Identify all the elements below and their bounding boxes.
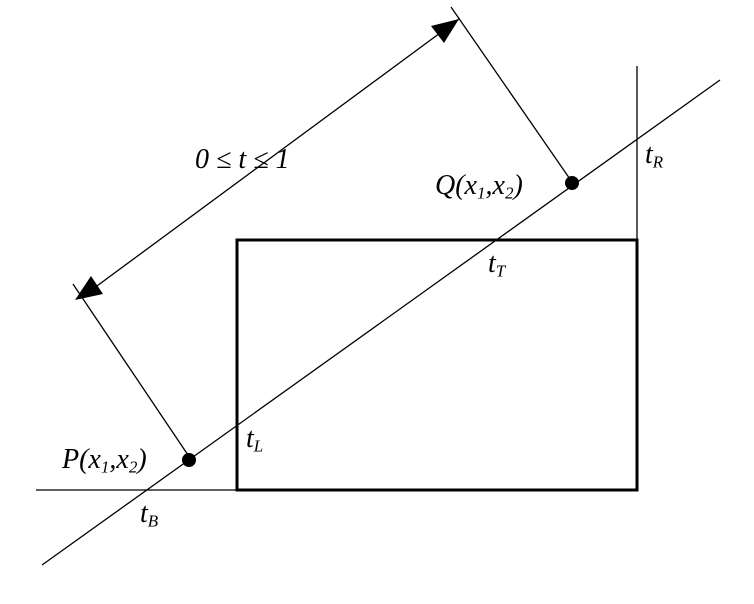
- extension-line-q: [450, 6, 573, 183]
- clip-window-rectangle: [235, 238, 639, 492]
- t-bottom-label: tB: [140, 498, 159, 531]
- t-right-sub: R: [652, 152, 664, 172]
- point-p-sub2: 2: [128, 457, 138, 477]
- t-top-sub: T: [495, 261, 506, 281]
- t-bottom-main: t: [140, 498, 148, 529]
- point-q-sub2: 2: [504, 183, 514, 203]
- t-left-sub: L: [253, 436, 264, 456]
- t-left-label: tL: [246, 423, 264, 456]
- point-p-name: P: [62, 444, 80, 475]
- point-p-comma: ,x: [109, 444, 129, 475]
- t-top-label: tT: [488, 248, 506, 281]
- t-top-main: t: [488, 248, 496, 279]
- arrowhead-lower-left: [75, 276, 103, 300]
- point-p-close: ): [137, 444, 147, 475]
- t-right-label: tR: [645, 139, 664, 172]
- point-q-open: (x: [455, 170, 477, 201]
- t-right-main: t: [645, 139, 653, 170]
- point-p-dot: [182, 453, 196, 467]
- point-q-close: ): [513, 170, 523, 201]
- extension-line-p: [72, 283, 191, 459]
- point-q-comma: ,x: [485, 170, 505, 201]
- t-bottom-sub: B: [147, 511, 159, 531]
- dimension-line: [81, 18, 460, 298]
- t-left-main: t: [246, 423, 254, 454]
- point-p-label: P(x1,x2): [62, 444, 147, 477]
- point-q-dot: [565, 176, 579, 190]
- point-q-name: Q: [435, 170, 456, 201]
- parameter-range-label: 0 ≤ t ≤ 1: [195, 144, 290, 175]
- point-q-sub1: 1: [477, 183, 486, 203]
- point-q-label: Q(x1,x2): [435, 170, 523, 203]
- parametric-line: [41, 79, 721, 566]
- arrowhead-upper-right: [431, 19, 459, 43]
- point-p-sub1: 1: [100, 457, 110, 477]
- point-p-open: (x: [79, 444, 101, 475]
